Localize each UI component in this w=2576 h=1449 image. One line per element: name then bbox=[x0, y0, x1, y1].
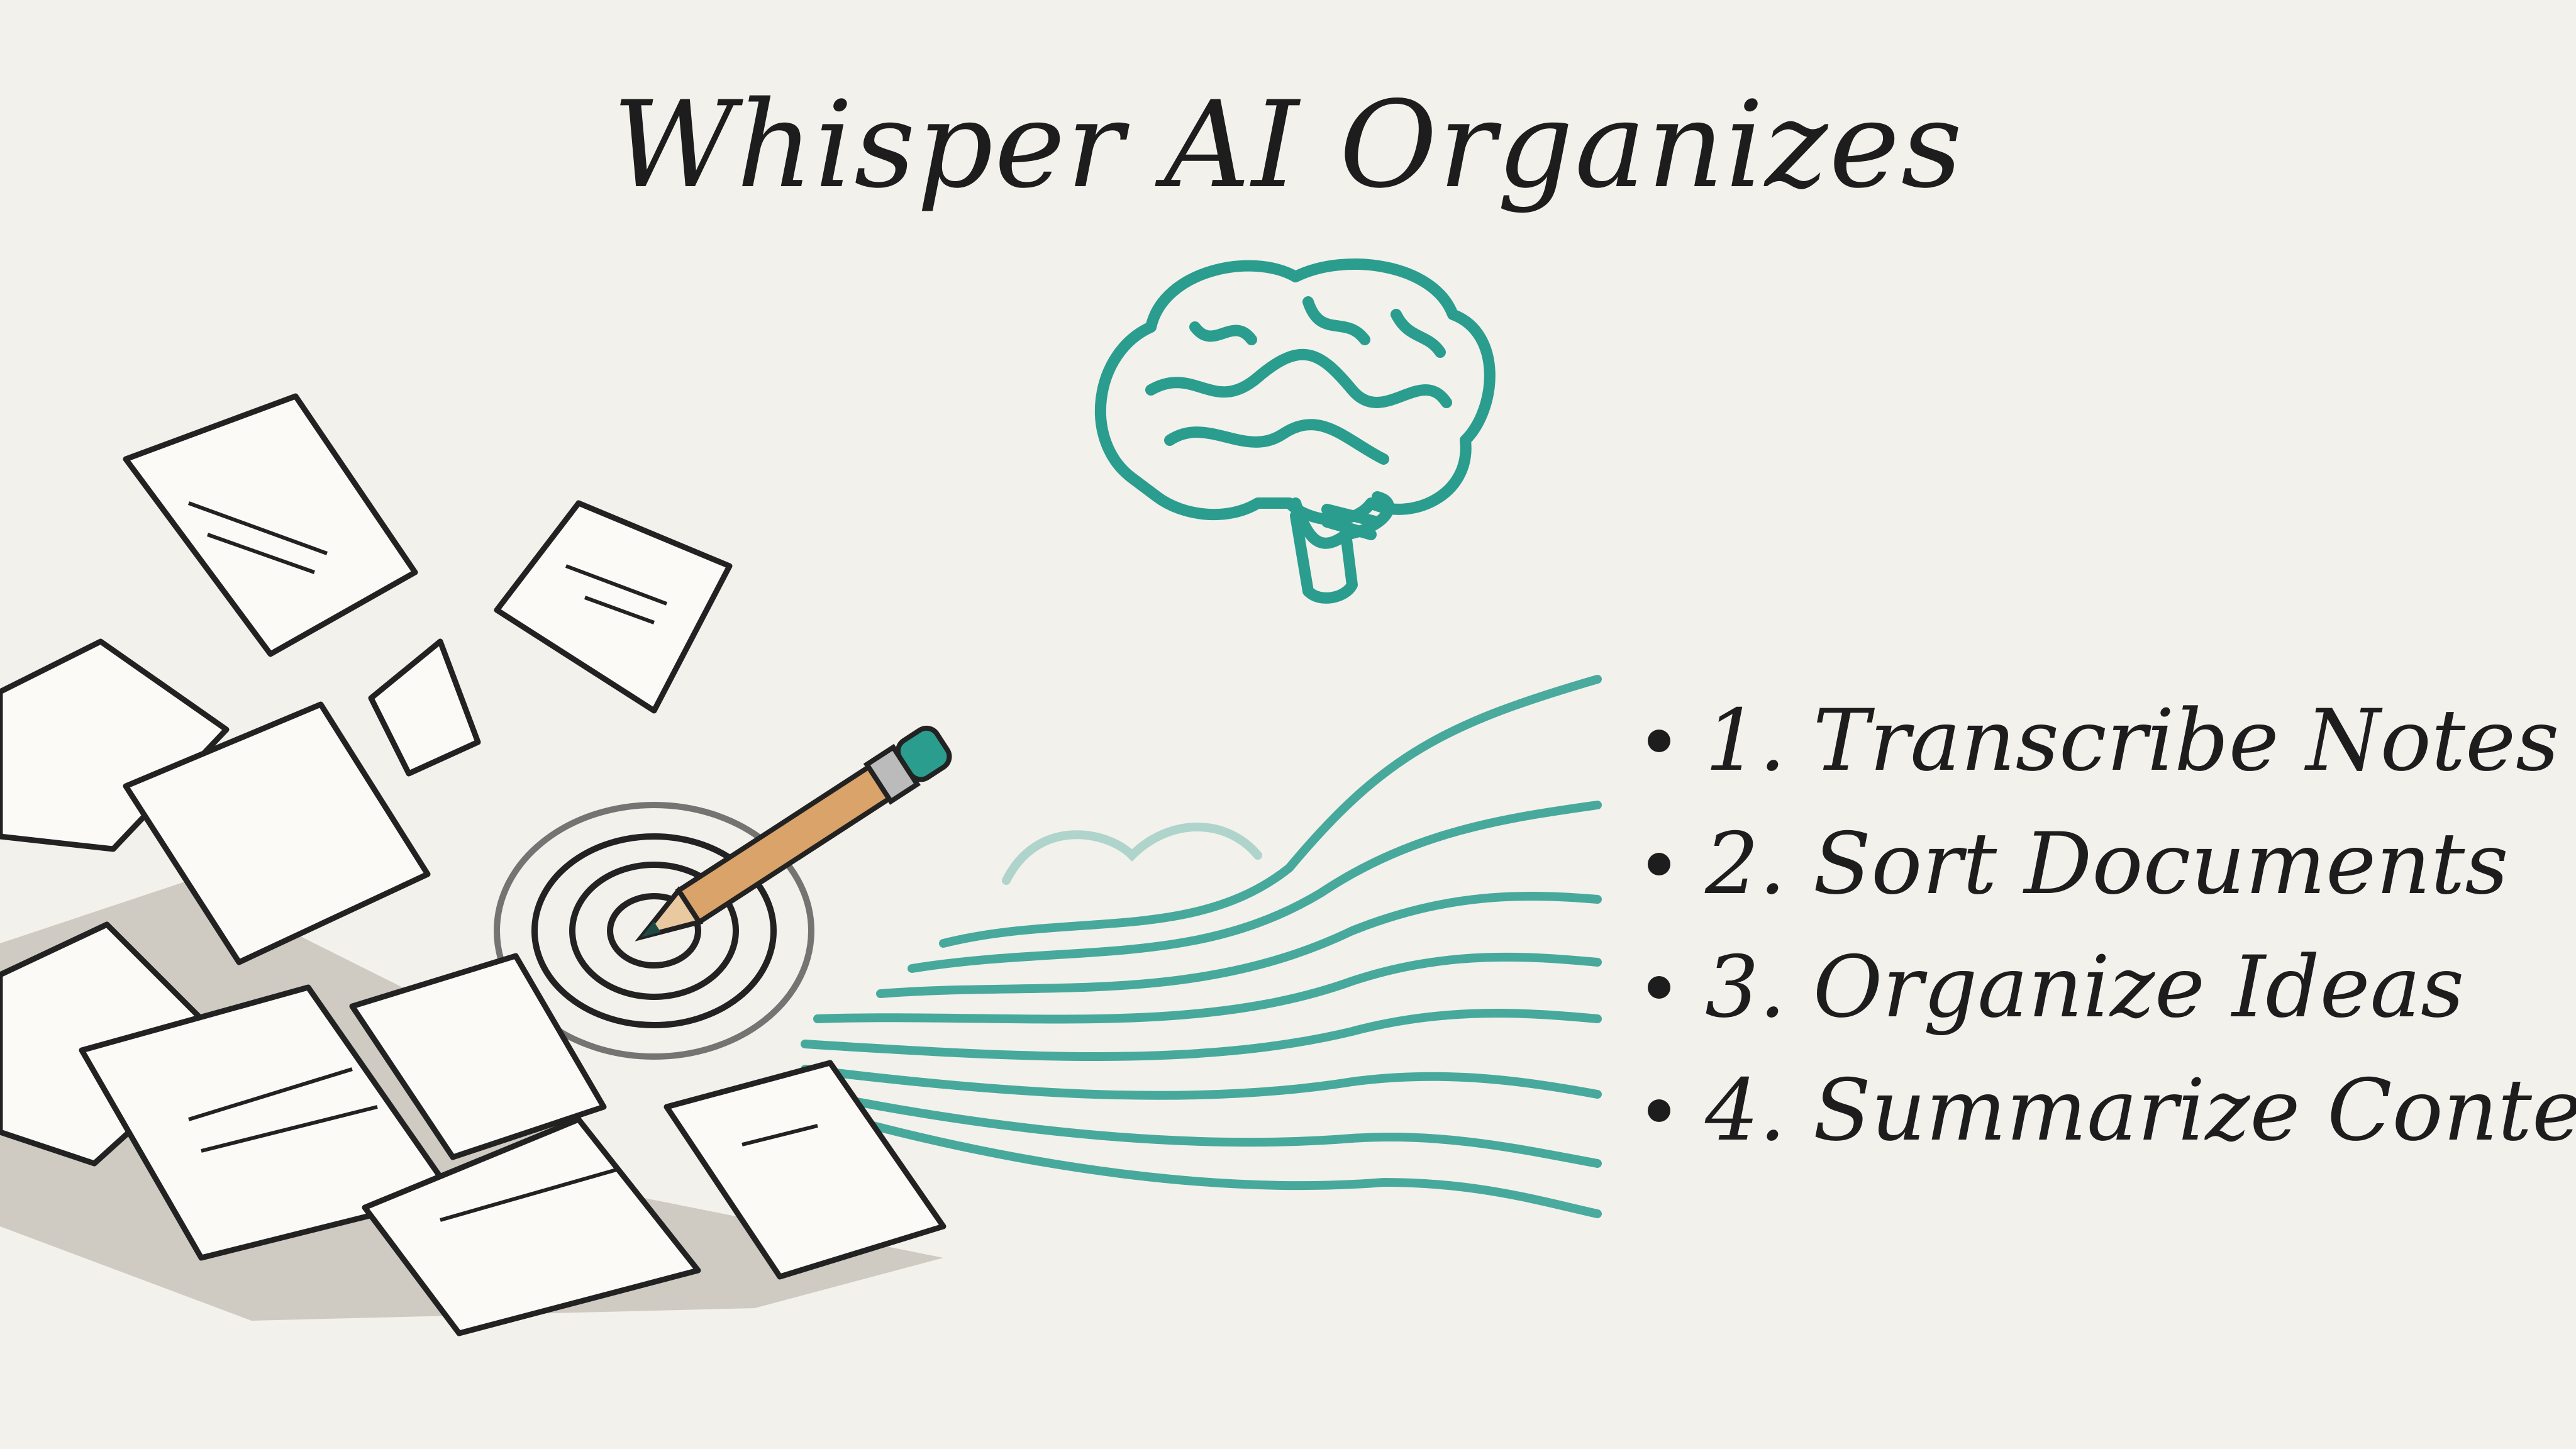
bullet-icon bbox=[1648, 1099, 1670, 1122]
list-item-label: 1. Transcribe Notes bbox=[1705, 691, 2560, 790]
list-item: 3. Organize Ideas bbox=[1648, 926, 2576, 1049]
bullet-icon bbox=[1648, 730, 1670, 752]
crumpled-paper-pile bbox=[0, 393, 947, 1336]
list-item: 4. Summarize Content bbox=[1648, 1049, 2576, 1172]
feature-list: 1. Transcribe Notes 2. Sort Documents 3.… bbox=[1648, 679, 2576, 1172]
list-item-label: 2. Sort Documents bbox=[1705, 814, 2509, 913]
pencil-icon bbox=[635, 725, 952, 941]
bullet-icon bbox=[1648, 853, 1670, 875]
list-item-label: 4. Summarize Content bbox=[1705, 1061, 2576, 1160]
list-item: 1. Transcribe Notes bbox=[1648, 679, 2576, 802]
bullet-icon bbox=[1648, 976, 1670, 999]
swirl bbox=[494, 802, 814, 1060]
teal-waves bbox=[801, 675, 1602, 1218]
list-item: 2. Sort Documents bbox=[1648, 802, 2576, 926]
page-title: Whisper AI Organizes bbox=[612, 75, 1964, 214]
list-item-label: 3. Organize Ideas bbox=[1705, 938, 2465, 1036]
brain-icon bbox=[1094, 258, 1496, 604]
